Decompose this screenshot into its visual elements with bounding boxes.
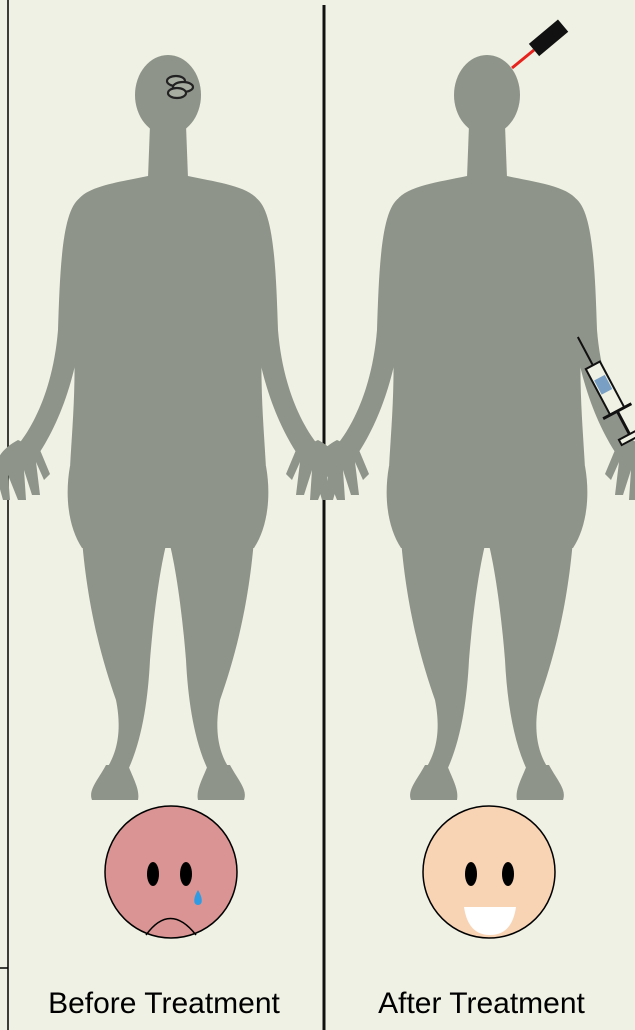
right-eye	[502, 862, 514, 886]
before-panel	[0, 55, 341, 938]
before-body-silhouette	[0, 55, 341, 800]
before-treatment-label: Before Treatment	[8, 984, 320, 1024]
left-eye	[465, 862, 477, 886]
after-body-silhouette	[314, 55, 635, 800]
right-eye	[180, 862, 192, 886]
sad-face-icon	[105, 806, 237, 938]
laser-beam	[512, 50, 534, 68]
happy-face-icon	[423, 806, 555, 938]
left-eye	[147, 862, 159, 886]
laser-device	[529, 19, 568, 56]
laser-probe-icon	[512, 19, 568, 68]
after-treatment-label: After Treatment	[328, 984, 635, 1024]
after-panel	[314, 19, 635, 938]
